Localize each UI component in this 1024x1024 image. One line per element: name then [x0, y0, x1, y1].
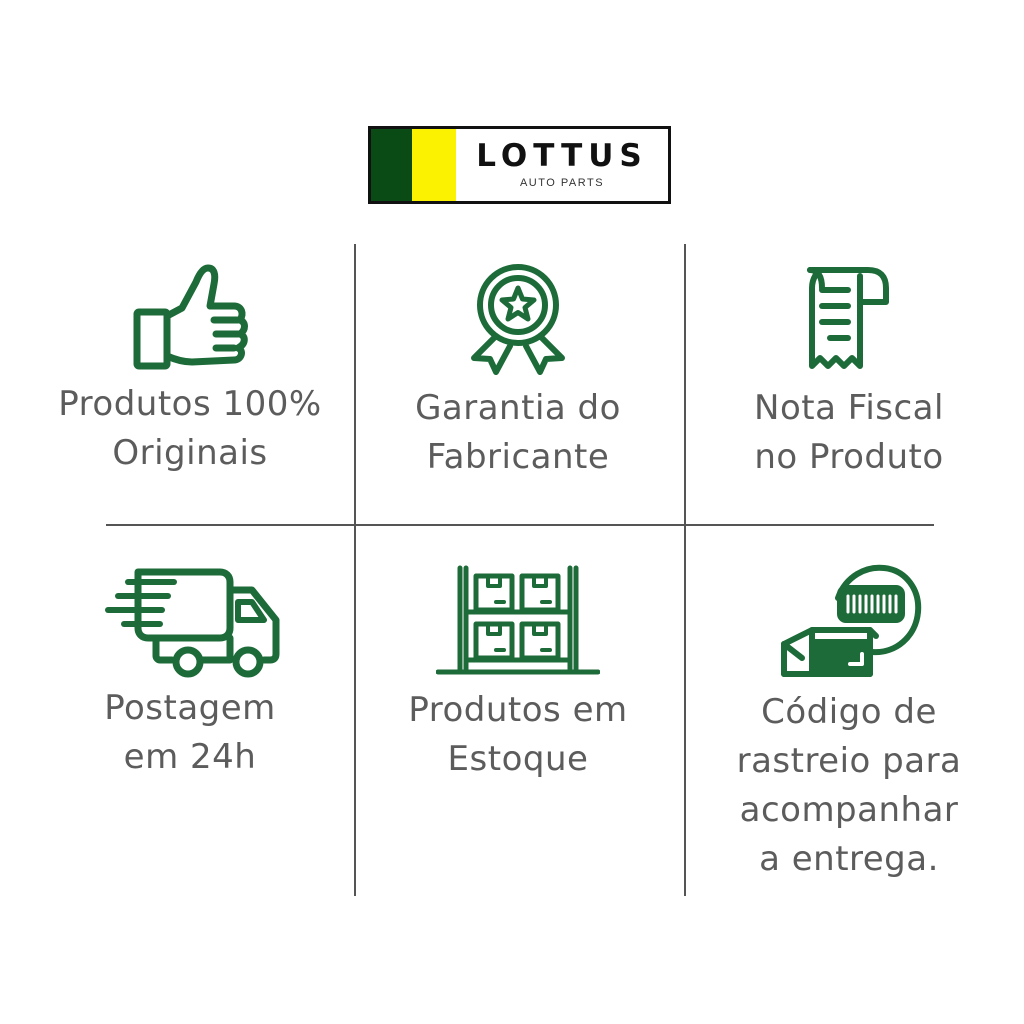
feature-line: Produtos em — [408, 690, 628, 730]
grid-divider-vertical-right — [684, 244, 686, 896]
feature-label-rastreio: Código de rastreio para acompanhar a ent… — [690, 688, 1008, 884]
receipt-icon — [807, 267, 889, 369]
feature-line: Nota Fiscal — [754, 388, 944, 428]
logo-yellow-stripe — [412, 129, 456, 201]
award-ribbon-icon — [471, 264, 565, 375]
feature-line: a entrega. — [759, 839, 939, 879]
feature-line: acompanhar — [739, 790, 959, 830]
logo-green-stripe — [371, 129, 412, 201]
feature-line: Garantia do — [415, 388, 621, 428]
feature-line: Produtos 100% — [58, 384, 322, 424]
feature-line: Fabricante — [426, 437, 610, 477]
logo-brand-name: LOTTUS — [476, 138, 648, 174]
feature-line: Estoque — [447, 739, 589, 779]
feature-label-postagem: Postagem em 24h — [30, 684, 350, 782]
delivery-truck-icon — [105, 568, 280, 678]
grid-divider-vertical-left — [354, 244, 356, 896]
feature-label-estoque: Produtos em Estoque — [360, 686, 676, 784]
brand-logo: LOTTUS AUTO PARTS — [368, 126, 671, 204]
feature-label-garantia: Garantia do Fabricante — [360, 384, 676, 482]
feature-label-nota-fiscal: Nota Fiscal no Produto — [690, 384, 1008, 482]
grid-divider-horizontal — [106, 524, 934, 526]
tracking-box-icon — [781, 564, 922, 677]
feature-line: Originais — [112, 433, 268, 473]
feature-line: no Produto — [754, 437, 944, 477]
warehouse-shelf-icon — [436, 565, 600, 675]
feature-line: Postagem — [104, 688, 276, 728]
feature-line: Código de — [761, 692, 937, 732]
thumbs-up-icon — [133, 264, 248, 370]
logo-text: LOTTUS AUTO PARTS — [456, 129, 668, 201]
feature-line: rastreio para — [736, 741, 962, 781]
feature-label-originais: Produtos 100% Originais — [30, 380, 350, 478]
logo-subtitle: AUTO PARTS — [519, 177, 605, 189]
feature-line: em 24h — [123, 737, 257, 777]
